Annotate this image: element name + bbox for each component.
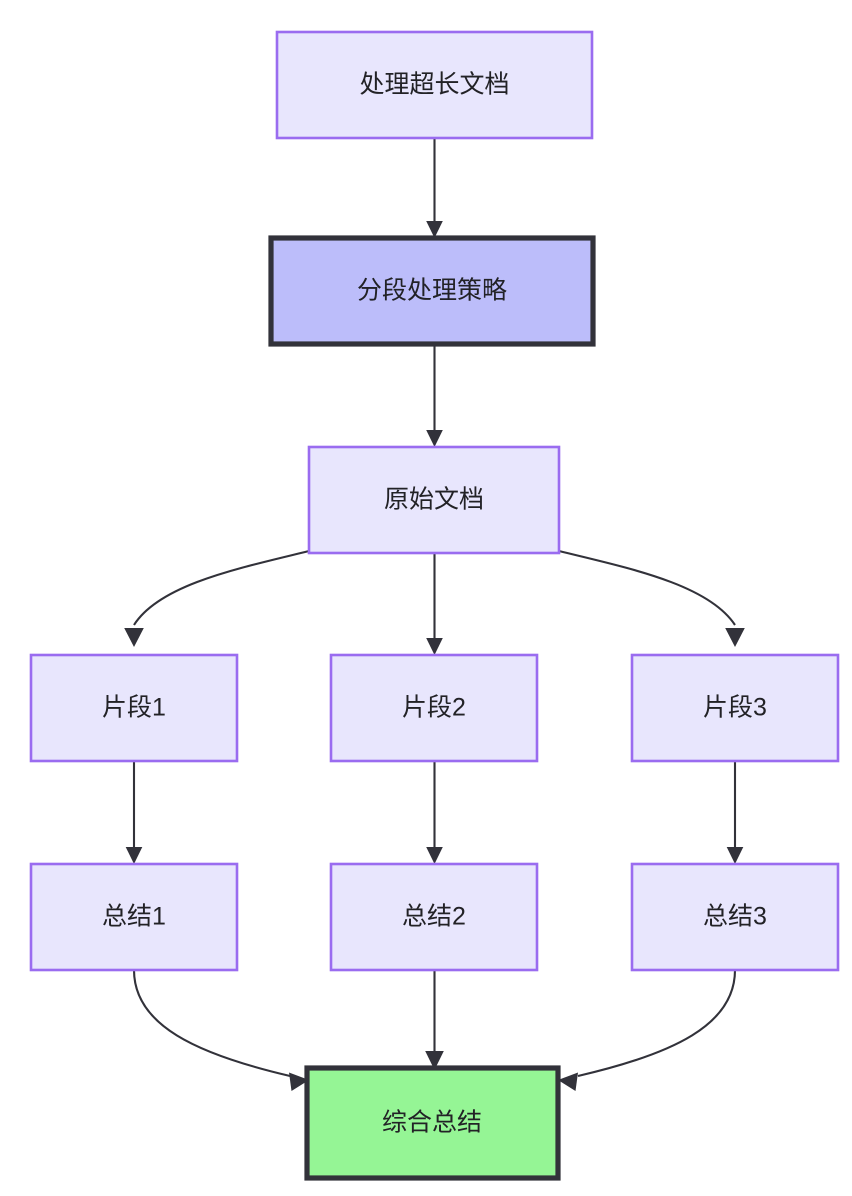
node-label: 总结1 (102, 903, 166, 931)
node-label: 片段2 (402, 694, 466, 722)
edge-n3-n6 (558, 549, 745, 647)
edge-n9-n10 (558, 969, 737, 1091)
node-final-summary[interactable]: 综合总结 (304, 1065, 561, 1181)
node-original-document[interactable]: 原始文档 (307, 445, 561, 555)
edge-n6-n9 (726, 761, 744, 864)
edge-n1-n2 (426, 138, 443, 238)
arrow-head-icon (426, 430, 443, 447)
node-fragment-2[interactable]: 片段2 (329, 653, 539, 763)
node-rect[interactable] (329, 862, 539, 972)
node-fragment-1[interactable]: 片段1 (29, 653, 239, 763)
node-chunking-strategy[interactable]: 分段处理策略 (268, 235, 596, 347)
node-rect[interactable] (630, 862, 840, 972)
node-fragment-3[interactable]: 片段3 (630, 653, 840, 763)
node-rect[interactable] (307, 445, 561, 555)
node-label: 原始文档 (384, 486, 484, 514)
edge-n8-n10 (425, 970, 444, 1070)
node-label: 片段1 (102, 694, 166, 722)
node-label: 总结2 (402, 903, 466, 931)
node-summary-3[interactable]: 总结3 (630, 862, 840, 972)
arrow-head-icon (289, 1072, 309, 1091)
node-rect[interactable] (630, 653, 840, 763)
edge-n5-n8 (426, 761, 443, 864)
edge-n4-n7 (125, 761, 143, 864)
node-label: 处理超长文档 (359, 71, 509, 99)
node-rect[interactable] (268, 235, 596, 347)
node-summary-1[interactable]: 总结1 (29, 862, 239, 972)
arrow-head-icon (425, 1051, 444, 1070)
arrow-head-icon (124, 628, 144, 647)
node-label: 分段处理策略 (357, 277, 507, 305)
node-label: 片段3 (703, 694, 767, 722)
arrow-head-icon (426, 847, 443, 864)
node-rect[interactable] (29, 862, 239, 972)
node-rect[interactable] (304, 1065, 561, 1181)
edge-n2-n3 (426, 344, 443, 447)
edge-n3-n5 (426, 553, 443, 655)
node-rect[interactable] (329, 653, 539, 763)
node-label: 总结3 (703, 903, 767, 931)
arrow-head-icon (726, 847, 744, 864)
node-label: 综合总结 (382, 1109, 482, 1137)
arrow-head-icon (725, 628, 745, 647)
node-layer: 处理超长文档 分段处理策略 原始文档 片段1 片段2 (29, 30, 840, 1181)
node-rect[interactable] (29, 653, 239, 763)
node-rect[interactable] (275, 30, 594, 140)
arrow-head-icon (558, 1072, 578, 1091)
edge-layer (124, 138, 745, 1091)
edge-n3-n4 (124, 549, 310, 647)
edge-n7-n10 (132, 969, 309, 1091)
arrow-head-icon (426, 638, 443, 655)
node-process-long-document[interactable]: 处理超长文档 (275, 30, 594, 140)
arrow-head-icon (426, 221, 443, 238)
node-summary-2[interactable]: 总结2 (329, 862, 539, 972)
arrow-head-icon (125, 847, 143, 864)
